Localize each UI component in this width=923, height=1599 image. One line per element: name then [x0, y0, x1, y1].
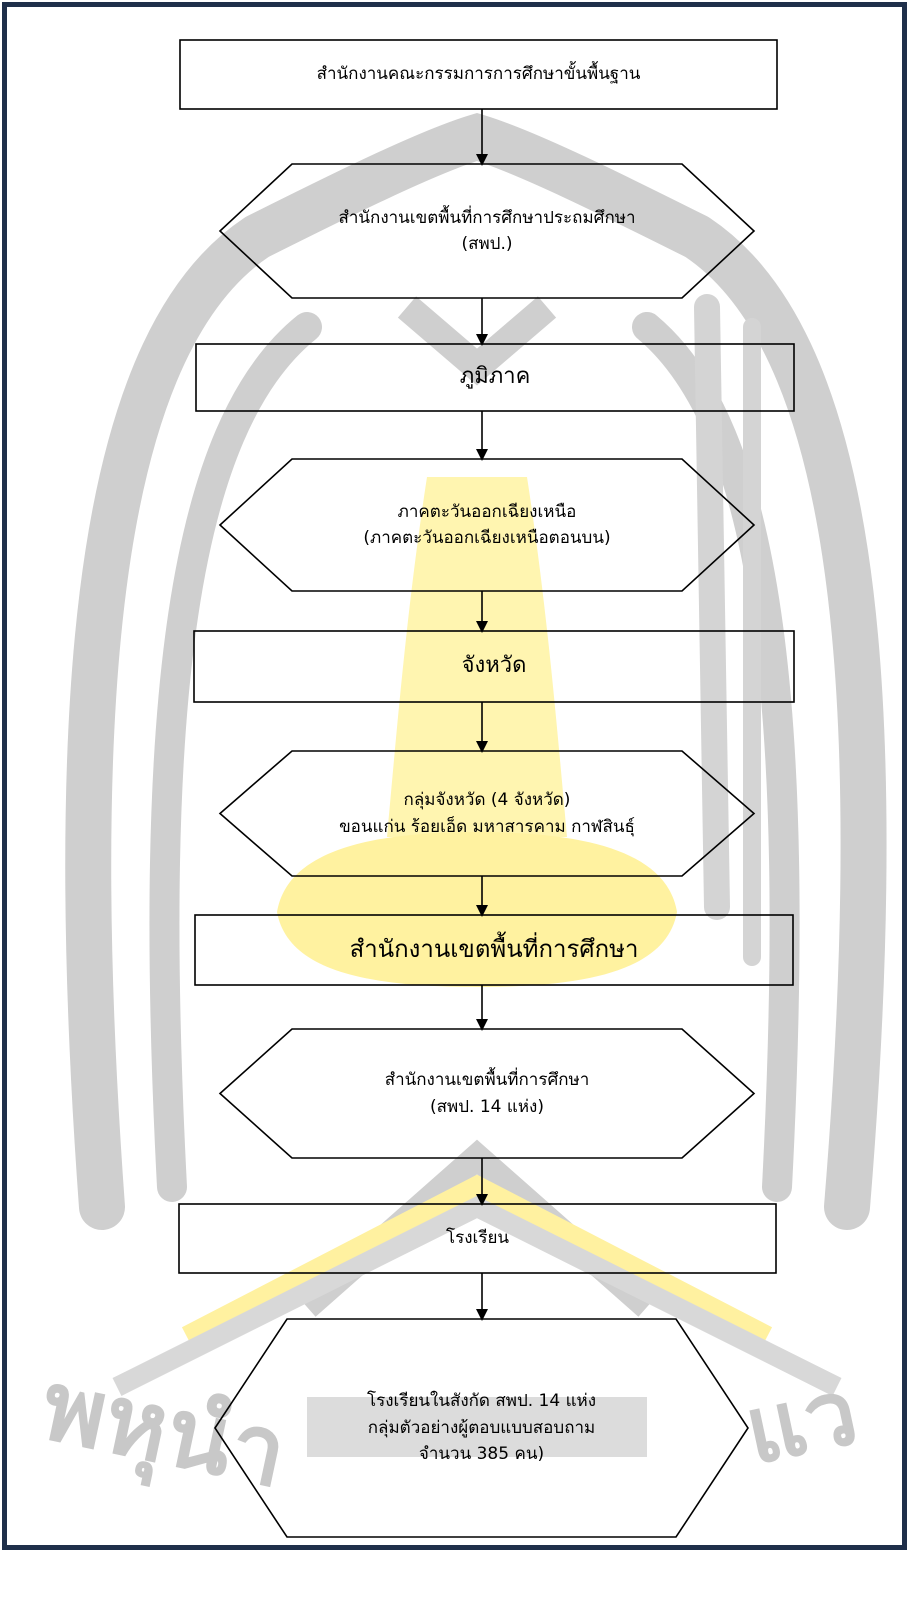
flow-node-0: สำนักงานคณะกรรมการการศึกษาขั้นพื้นฐาน — [180, 40, 777, 109]
flow-node-7: สำนักงานเขตพื้นที่การศึกษา (สพป. 14 แห่ง) — [220, 1029, 754, 1158]
flow-node-5-line-1: ขอนแก่น ร้อยเอ็ด มหาสารคาม กาฬสินธุ์ — [339, 816, 635, 837]
flow-hexagon-7 — [218, 1028, 756, 1159]
flow-node-2: ภูมิภาค — [196, 344, 794, 411]
flow-node-3: ภาคตะวันออกเฉียงเหนือ (ภาคตะวันออกเฉียงเห… — [220, 459, 754, 591]
flow-box-4 — [193, 630, 795, 703]
flow-node-9-line-1: กลุ่มตัวอย่างผู้ตอบแบบสอบถาม — [367, 1417, 596, 1438]
flow-node-4-line-0: จังหวัด — [461, 653, 527, 679]
flow-node-8: โรงเรียน — [179, 1204, 776, 1273]
flow-node-7-line-0: สำนักงานเขตพื้นที่การศึกษา — [384, 1070, 590, 1091]
watermark-text-right: แว — [736, 1357, 867, 1486]
flow-node-1-line-0: สำนักงานเขตพื้นที่การศึกษาประถมศึกษา — [338, 207, 636, 228]
flow-node-9-line-2: จำนวน 385 คน) — [418, 1444, 545, 1465]
flow-hexagon-3 — [218, 458, 756, 592]
flow-node-7-line-1: (สพป. 14 แห่ง) — [430, 1096, 544, 1117]
flow-node-3-line-1: (ภาคตะวันออกเฉียงเหนือตอนบน) — [363, 528, 611, 548]
flow-node-5-line-0: กลุ่มจังหวัด (4 จังหวัด) — [403, 790, 571, 811]
flow-hexagon-1 — [218, 163, 756, 299]
flow-box-8 — [178, 1203, 777, 1274]
flow-node-0-line-0: สำนักงานคณะกรรมการการศึกษาขั้นพื้นฐาน — [316, 64, 641, 85]
flow-node-3-line-0: ภาคตะวันออกเฉียงเหนือ — [397, 501, 577, 522]
flow-node-2-line-0: ภูมิภาค — [459, 364, 531, 390]
flow-hexagon-9 — [214, 1318, 749, 1538]
flow-node-5: กลุ่มจังหวัด (4 จังหวัด) ขอนแก่น ร้อยเอ็ด… — [220, 751, 754, 876]
flow-box-0 — [179, 39, 778, 110]
flow-node-9: โรงเรียนในสังกัด สพป. 14 แห่งกลุ่มตัวอย่… — [215, 1319, 748, 1537]
flow-node-1: สำนักงานเขตพื้นที่การศึกษาประถมศึกษา (สพป… — [220, 164, 754, 298]
flowchart — [178, 39, 795, 1538]
flow-node-9-line-0: โรงเรียนในสังกัด สพป. 14 แห่ง — [366, 1391, 597, 1412]
flow-node-1-line-1: (สพป.) — [461, 234, 513, 254]
flow-node-8-line-0: โรงเรียน — [445, 1228, 510, 1249]
flow-box-2 — [195, 343, 795, 412]
flow-node-6-line-0: สำนักงานเขตพื้นที่การศึกษา — [349, 935, 639, 964]
flow-box-6 — [194, 914, 794, 986]
flow-node-4: จังหวัด — [194, 631, 794, 702]
flow-hexagon-5 — [218, 750, 756, 877]
university-seal-watermark: พหุนำ แว — [31, 112, 887, 1514]
diagram-frame: พหุนำ แว สำนักงานคณะกรรมการการศึกษาขั้นพ… — [2, 2, 907, 1550]
flow-node-6: สำนักงานเขตพื้นที่การศึกษา — [195, 915, 793, 985]
